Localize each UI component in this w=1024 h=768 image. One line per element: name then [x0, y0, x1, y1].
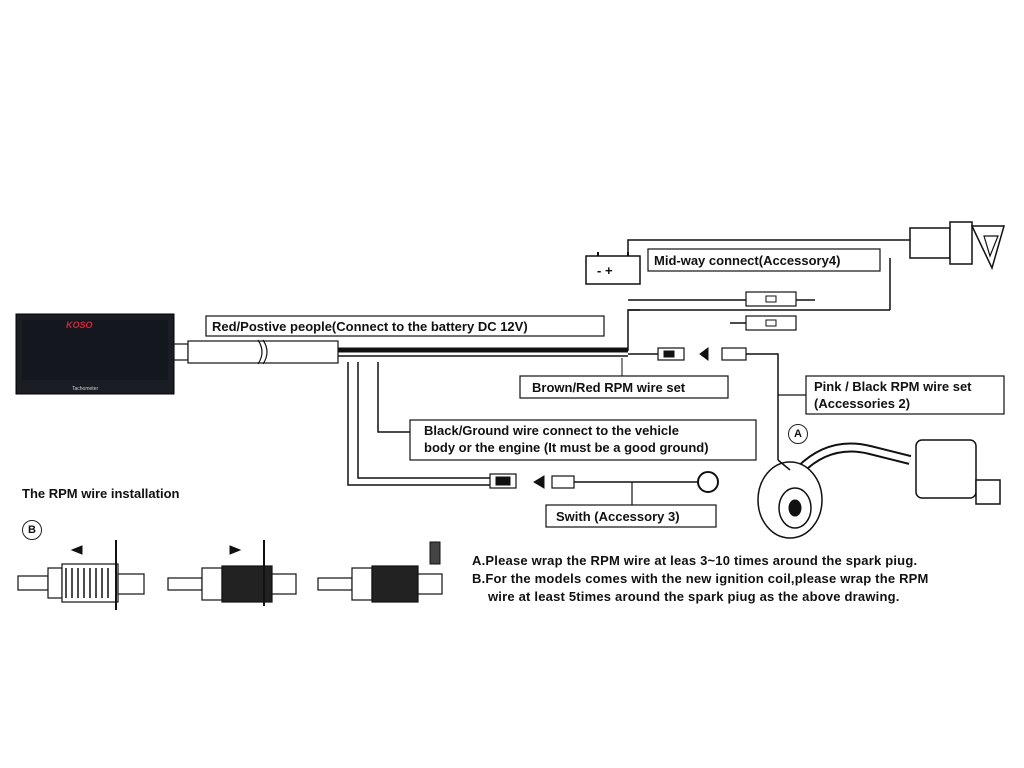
marker-b: B — [22, 520, 42, 540]
label-ground-line2: body or the engine (It must be a good gr… — [424, 440, 709, 455]
label-midway-box: Mid-way connect(Accessory4) — [647, 248, 881, 272]
switch-accessory — [489, 471, 719, 493]
marker-a: A — [788, 424, 808, 444]
note-b-line1: B.For the models comes with the new igni… — [472, 571, 929, 586]
instruction-notes: A.Please wrap the RPM wire at leas 3~10 … — [472, 552, 929, 606]
meter-logo: KOSO — [66, 320, 93, 330]
rpm-installation-title: The RPM wire installation — [22, 486, 180, 501]
label-red-positive: Red/Postive people(Connect to the batter… — [212, 319, 528, 334]
label-switch: Swith (Accessory 3) — [556, 509, 680, 524]
label-pink-black-line1: Pink / Black RPM wire set — [814, 379, 972, 394]
battery-polarity: - + — [597, 263, 613, 278]
label-ground-line1: Black/Ground wire connect to the vehicle — [424, 423, 679, 438]
meter-caption: Tachometer — [72, 386, 98, 392]
tachometer-meter: KOSO Tachometer — [15, 313, 175, 395]
label-pink-black-line2: (Accessories 2) — [814, 396, 910, 411]
ignition-coil — [757, 439, 1001, 539]
rpm-wrap-step-3 — [317, 541, 443, 603]
ignition-key-icon — [889, 221, 1005, 310]
label-red-positive-box: Red/Postive people(Connect to the batter… — [205, 315, 605, 337]
label-brown-red: Brown/Red RPM wire set — [532, 380, 686, 395]
label-ground-box: Black/Ground wire connect to the vehicle… — [409, 419, 757, 461]
label-brown-red-box: Brown/Red RPM wire set — [519, 375, 729, 399]
main-harness — [173, 299, 890, 486]
rpm-connector — [618, 347, 779, 460]
note-a: A.Please wrap the RPM wire at leas 3~10 … — [472, 553, 918, 568]
rpm-wrap-step-1 — [17, 540, 145, 610]
label-pink-black-box: Pink / Black RPM wire set (Accessories 2… — [778, 375, 1005, 415]
label-midway: Mid-way connect(Accessory4) — [654, 253, 840, 268]
fuse-holder — [730, 291, 815, 331]
rpm-wrap-step-2 — [167, 540, 297, 606]
label-switch-box: Swith (Accessory 3) — [545, 482, 717, 528]
battery-icon: - + — [585, 239, 910, 285]
note-b-line2: wire at least 5times around the spark pi… — [488, 589, 900, 604]
